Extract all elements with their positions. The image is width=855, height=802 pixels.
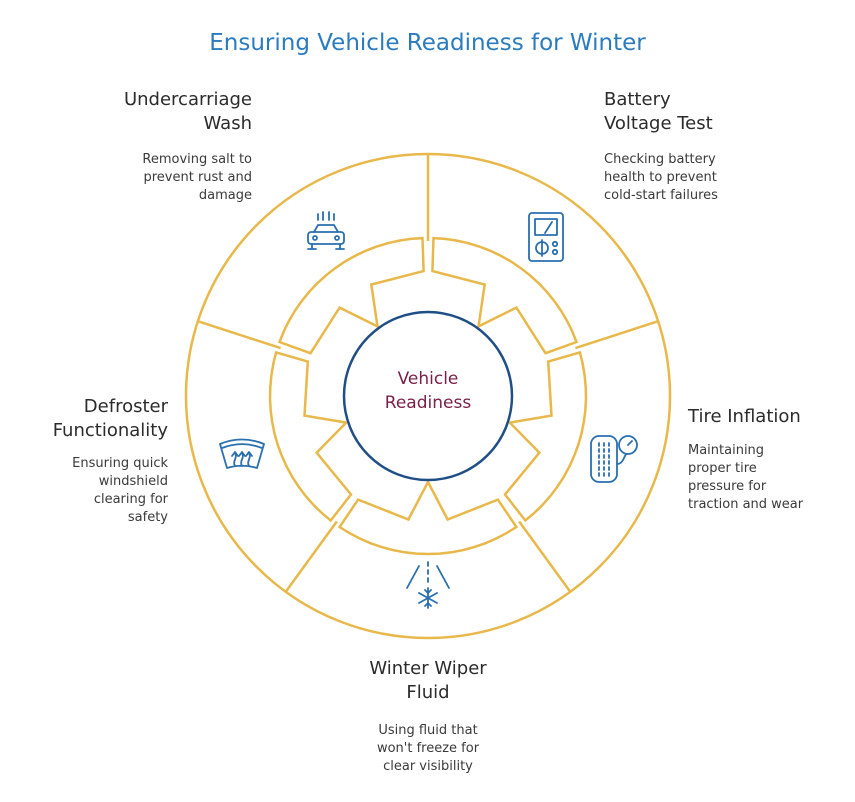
- center-label: Vehicle Readiness: [345, 367, 511, 415]
- diagram-title: Ensuring Vehicle Readiness for Winter: [209, 30, 646, 56]
- center-label-line1: Vehicle: [397, 369, 459, 389]
- tire-inflation-title: Tire Inflation: [688, 406, 801, 427]
- arrow-defroster: [268, 350, 353, 523]
- center-label-line2: Readiness: [384, 393, 472, 413]
- car-wash-icon: [307, 211, 345, 250]
- arrow-wiper: [337, 479, 519, 556]
- windshield-defrost-icon: [219, 438, 265, 469]
- segment-divider: [284, 520, 338, 593]
- segment-divider: [575, 320, 659, 350]
- tire-gauge-icon: [590, 435, 638, 483]
- wiper-snowflake-icon: [406, 561, 450, 609]
- arrow-undercarriage: [277, 236, 425, 355]
- voltmeter-icon: [528, 212, 564, 262]
- segment-divider: [197, 320, 281, 350]
- arrow-battery: [431, 236, 579, 355]
- center-circle: [342, 310, 514, 482]
- segment-divider: [518, 520, 572, 593]
- arrow-tire: [503, 350, 588, 523]
